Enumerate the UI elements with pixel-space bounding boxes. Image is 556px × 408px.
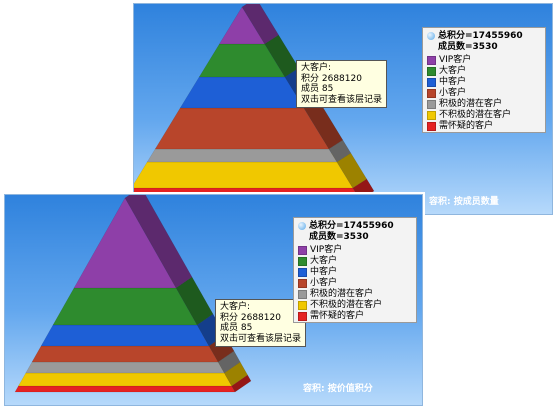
layer-side-face[interactable]	[217, 350, 241, 374]
legend-swatch	[298, 290, 307, 299]
layer-front-face[interactable]	[52, 287, 198, 326]
legend-label: 积极的潜在客户	[310, 289, 374, 300]
chart-mode-caption: 容积: 按价值积分	[303, 384, 373, 394]
legend-item: 小客户	[298, 278, 412, 289]
tooltip-hint: 双击可查看该层记录	[220, 333, 302, 344]
legend-swatch	[298, 301, 307, 310]
layer-front-face[interactable]	[25, 361, 225, 374]
legend-swatch	[298, 257, 307, 266]
layer-tooltip: 大客户: 积分 2688120 成员 85 双击可查看该层记录	[215, 299, 307, 347]
legend-item: VIP客户	[298, 245, 412, 256]
legend-swatch	[298, 246, 307, 255]
layer-front-face[interactable]	[17, 372, 233, 387]
legend-item: 大客户	[298, 256, 412, 267]
layer-front-face[interactable]	[14, 385, 236, 393]
legend-label: 中客户	[310, 267, 338, 278]
tooltip-layer-name: 大客户:	[301, 63, 332, 73]
layer-front-face[interactable]	[40, 324, 210, 347]
legend-item: 不积极的潜在客户	[427, 110, 541, 121]
legend-label: 小客户	[310, 278, 338, 289]
chart-mode-caption: 容积: 按成员数量	[429, 197, 499, 207]
legend-label: 需怀疑的客户	[439, 121, 494, 132]
pyramid-chart[interactable]	[134, 4, 552, 214]
tooltip-members: 成员 85	[220, 323, 253, 333]
member-count-label: 成员数=3530	[309, 231, 369, 242]
info-bullet-icon	[427, 32, 435, 41]
legend-swatch	[298, 312, 307, 321]
chart-panel-member-count: 大客户: 积分 2688120 成员 85 双击可查看该层记录 总积分=1745…	[133, 3, 553, 215]
tooltip-score: 积分 2688120	[220, 312, 281, 323]
legend-item: 大客户	[427, 66, 541, 77]
legend-item: 积极的潜在客户	[298, 289, 412, 300]
legend-label: 不积极的潜在客户	[439, 110, 512, 121]
tooltip-hint: 双击可查看该层记录	[301, 94, 383, 105]
tooltip-members: 成员 85	[301, 84, 334, 94]
legend-label: VIP客户	[439, 55, 472, 66]
legend-item: 中客户	[427, 77, 541, 88]
legend-swatch	[427, 89, 436, 98]
tooltip-layer-name: 大客户:	[220, 302, 251, 312]
legend-swatch	[427, 122, 436, 131]
legend-item: 中客户	[298, 267, 412, 278]
layer-front-face[interactable]	[73, 197, 177, 289]
legend-item: 需怀疑的客户	[298, 311, 412, 322]
pyramid-layer[interactable]	[73, 195, 193, 289]
legend-label: 需怀疑的客户	[310, 311, 365, 322]
legend-item: VIP客户	[427, 55, 541, 66]
legend-item: 小客户	[427, 88, 541, 99]
legend-label: 大客户	[439, 66, 467, 77]
chart-panel-value-score: 大客户: 积分 2688120 成员 85 双击可查看该层记录 总积分=1745…	[4, 194, 423, 406]
legend-swatch	[427, 111, 436, 120]
layer-side-face[interactable]	[241, 4, 279, 45]
legend-item: 积极的潜在客户	[427, 99, 541, 110]
legend-label: 中客户	[439, 77, 467, 88]
legend-label: VIP客户	[310, 245, 343, 256]
layer-front-face[interactable]	[146, 148, 338, 163]
info-bullet-icon	[298, 222, 306, 231]
layer-front-face[interactable]	[31, 345, 219, 363]
pyramid-chart[interactable]	[5, 195, 422, 405]
legend-item: 不积极的潜在客户	[298, 300, 412, 311]
layer-side-face[interactable]	[175, 276, 214, 326]
legend-item: 需怀疑的客户	[427, 121, 541, 132]
layer-front-face[interactable]	[179, 76, 305, 109]
legend-swatch	[427, 78, 436, 87]
legend-swatch	[427, 100, 436, 109]
total-score-label: 总积分=17455960	[309, 221, 394, 231]
legend-list: VIP客户大客户中客户小客户积极的潜在客户不积极的潜在客户需怀疑的客户	[427, 55, 541, 132]
legend-swatch	[298, 279, 307, 288]
chart-legend: 总积分=17455960 成员数=3530 VIP客户大客户中客户小客户积极的潜…	[422, 27, 546, 133]
legend-label: 积极的潜在客户	[439, 99, 503, 110]
legend-list: VIP客户大客户中客户小客户积极的潜在客户不积极的潜在客户需怀疑的客户	[298, 245, 412, 322]
layer-front-face[interactable]	[218, 6, 266, 45]
legend-swatch	[427, 56, 436, 65]
pyramid-layer[interactable]	[218, 4, 279, 45]
layer-tooltip: 大客户: 积分 2688120 成员 85 双击可查看该层记录	[296, 60, 388, 108]
layer-front-face[interactable]	[134, 161, 354, 189]
legend-label: 大客户	[310, 256, 338, 267]
chart-legend: 总积分=17455960 成员数=3530 VIP客户大客户中客户小客户积极的潜…	[293, 217, 417, 323]
member-count-label: 成员数=3530	[438, 41, 498, 52]
total-score-label: 总积分=17455960	[438, 31, 523, 41]
legend-label: 小客户	[439, 88, 467, 99]
legend-swatch	[298, 268, 307, 277]
legend-label: 不积极的潜在客户	[310, 300, 383, 311]
layer-front-face[interactable]	[154, 107, 330, 150]
legend-swatch	[427, 67, 436, 76]
tooltip-score: 积分 2688120	[301, 73, 362, 84]
